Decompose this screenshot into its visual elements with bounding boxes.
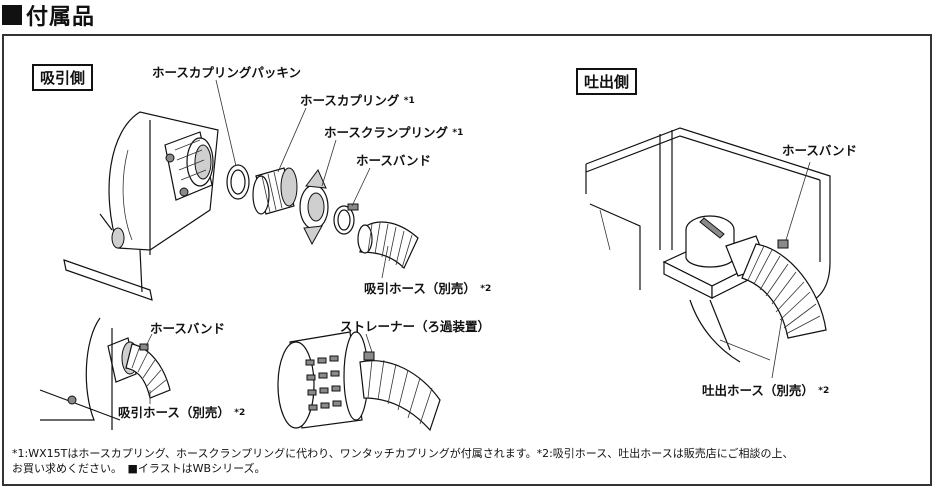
hose-clamp-ring-part — [299, 169, 329, 246]
pump-frame-discharge — [585, 127, 831, 363]
hose-band-top-label: ホースバンド — [356, 153, 432, 168]
suction-hose-part-top — [357, 221, 419, 270]
suction-side-label: 吸引側 — [32, 64, 94, 91]
clamp-ring-label: ホースクランプリング *1 — [324, 125, 464, 140]
suction-hose-top-label: 吸引ホース（別売） *2 — [364, 281, 492, 296]
heading-square-icon — [2, 5, 22, 25]
strainer-part — [277, 331, 441, 432]
hose-band-part-top — [333, 203, 359, 235]
discharge-hose-label: 吐出ホース（別売） *2 — [702, 383, 830, 398]
heading-text: 付属品 — [26, 5, 96, 30]
suction-hose-part-bottom — [125, 343, 171, 399]
coupling-label: ホースカプリング *1 — [300, 93, 415, 108]
pump-body-suction — [63, 111, 219, 301]
footnote-line-1: *1:WX15Tはホースカプリング、ホースクランプリングに代わり、ワンタッチカプ… — [12, 447, 794, 460]
section-heading: 付属品 — [2, 0, 95, 30]
hose-coupling-gasket-part — [226, 164, 250, 200]
hose-coupling-part — [252, 167, 298, 215]
footnote-line-2: お買い求めください。 ■イラストはWBシリーズ。 — [12, 462, 266, 475]
discharge-port — [662, 215, 769, 299]
hose-band-right-label: ホースバンド — [782, 143, 858, 158]
gasket-label: ホースカプリングパッキン — [152, 65, 302, 80]
hose-band-bottom-label: ホースバンド — [150, 321, 226, 336]
discharge-side-label: 吐出側 — [576, 68, 638, 95]
suction-hose-bottom-label: 吸引ホース（別売） *2 — [118, 405, 246, 420]
strainer-label: ストレーナー（ろ過装置） — [340, 319, 491, 334]
suction-port — [164, 131, 214, 201]
discharge-hose-part — [741, 239, 827, 339]
